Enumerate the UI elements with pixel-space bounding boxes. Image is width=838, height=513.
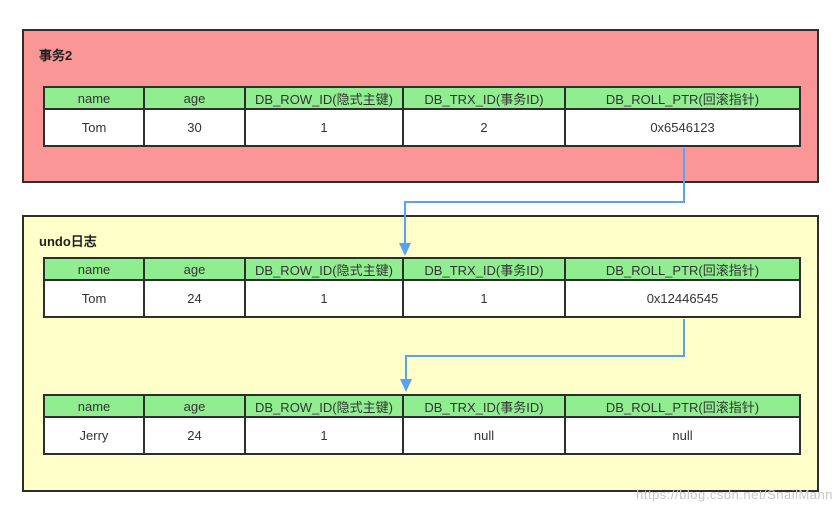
col-header-age: age xyxy=(143,257,246,281)
table-header-row: name age DB_ROW_ID(隐式主键) DB_TRX_ID(事务ID)… xyxy=(43,86,801,110)
cell-db-roll-ptr: null xyxy=(564,416,801,455)
table-header-row: name age DB_ROW_ID(隐式主键) DB_TRX_ID(事务ID)… xyxy=(43,394,801,418)
transaction2-record-table: name age DB_ROW_ID(隐式主键) DB_TRX_ID(事务ID)… xyxy=(43,86,801,147)
col-header-db-trx-id: DB_TRX_ID(事务ID) xyxy=(402,86,566,110)
cell-db-trx-id: null xyxy=(402,416,566,455)
col-header-db-trx-id: DB_TRX_ID(事务ID) xyxy=(402,394,566,418)
transaction2-title: 事务2 xyxy=(39,48,73,63)
table-row: Tom 24 1 1 0x12446545 xyxy=(43,279,801,318)
table-row: Tom 30 1 2 0x6546123 xyxy=(43,108,801,147)
col-header-db-trx-id: DB_TRX_ID(事务ID) xyxy=(402,257,566,281)
col-header-age: age xyxy=(143,394,246,418)
cell-name: Tom xyxy=(43,279,145,318)
col-header-db-row-id: DB_ROW_ID(隐式主键) xyxy=(244,257,404,281)
col-header-db-roll-ptr: DB_ROLL_PTR(回滚指针) xyxy=(564,86,801,110)
col-header-name: name xyxy=(43,257,145,281)
undo-log-title: undo日志 xyxy=(39,234,97,249)
cell-db-roll-ptr: 0x6546123 xyxy=(564,108,801,147)
cell-db-roll-ptr: 0x12446545 xyxy=(564,279,801,318)
cell-db-row-id: 1 xyxy=(244,279,404,318)
undo-log-version0-table: name age DB_ROW_ID(隐式主键) DB_TRX_ID(事务ID)… xyxy=(43,394,801,455)
undo-log-box: undo日志 name age DB_ROW_ID(隐式主键) DB_TRX_I… xyxy=(22,215,819,492)
watermark: https://blog.csdn.net/SnailMann xyxy=(636,487,833,502)
cell-db-trx-id: 2 xyxy=(402,108,566,147)
cell-name: Jerry xyxy=(43,416,145,455)
cell-db-row-id: 1 xyxy=(244,108,404,147)
col-header-db-roll-ptr: DB_ROLL_PTR(回滚指针) xyxy=(564,394,801,418)
col-header-name: name xyxy=(43,86,145,110)
col-header-db-row-id: DB_ROW_ID(隐式主键) xyxy=(244,86,404,110)
col-header-age: age xyxy=(143,86,246,110)
table-row: Jerry 24 1 null null xyxy=(43,416,801,455)
undo-log-version1-table: name age DB_ROW_ID(隐式主键) DB_TRX_ID(事务ID)… xyxy=(43,257,801,318)
cell-db-row-id: 1 xyxy=(244,416,404,455)
col-header-db-row-id: DB_ROW_ID(隐式主键) xyxy=(244,394,404,418)
cell-age: 24 xyxy=(143,416,246,455)
col-header-db-roll-ptr: DB_ROLL_PTR(回滚指针) xyxy=(564,257,801,281)
cell-db-trx-id: 1 xyxy=(402,279,566,318)
cell-age: 24 xyxy=(143,279,246,318)
transaction2-box: 事务2 name age DB_ROW_ID(隐式主键) DB_TRX_ID(事… xyxy=(22,29,819,183)
col-header-name: name xyxy=(43,394,145,418)
table-header-row: name age DB_ROW_ID(隐式主键) DB_TRX_ID(事务ID)… xyxy=(43,257,801,281)
cell-name: Tom xyxy=(43,108,145,147)
cell-age: 30 xyxy=(143,108,246,147)
